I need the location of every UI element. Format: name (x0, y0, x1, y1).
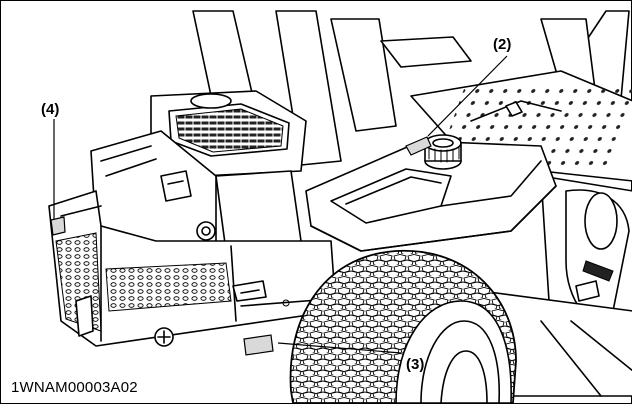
front-grille-frame (48, 190, 337, 347)
callout-leader-lines (53, 55, 508, 354)
fuel-cap (424, 134, 462, 170)
label-marker-2 (405, 136, 432, 156)
label-marker-3 (243, 334, 274, 356)
figure-reference-code: 1WNAM00003A02 (11, 379, 138, 396)
fuel-tank (305, 140, 557, 252)
label-location-markers (50, 136, 432, 356)
rear-tire (289, 250, 517, 404)
callout-label-2: (2) (493, 36, 512, 53)
right-side-panel (540, 175, 632, 347)
callout-label-4: (4) (41, 101, 60, 118)
label-marker-4 (50, 216, 66, 236)
callout-label-3: (3) (406, 356, 425, 373)
